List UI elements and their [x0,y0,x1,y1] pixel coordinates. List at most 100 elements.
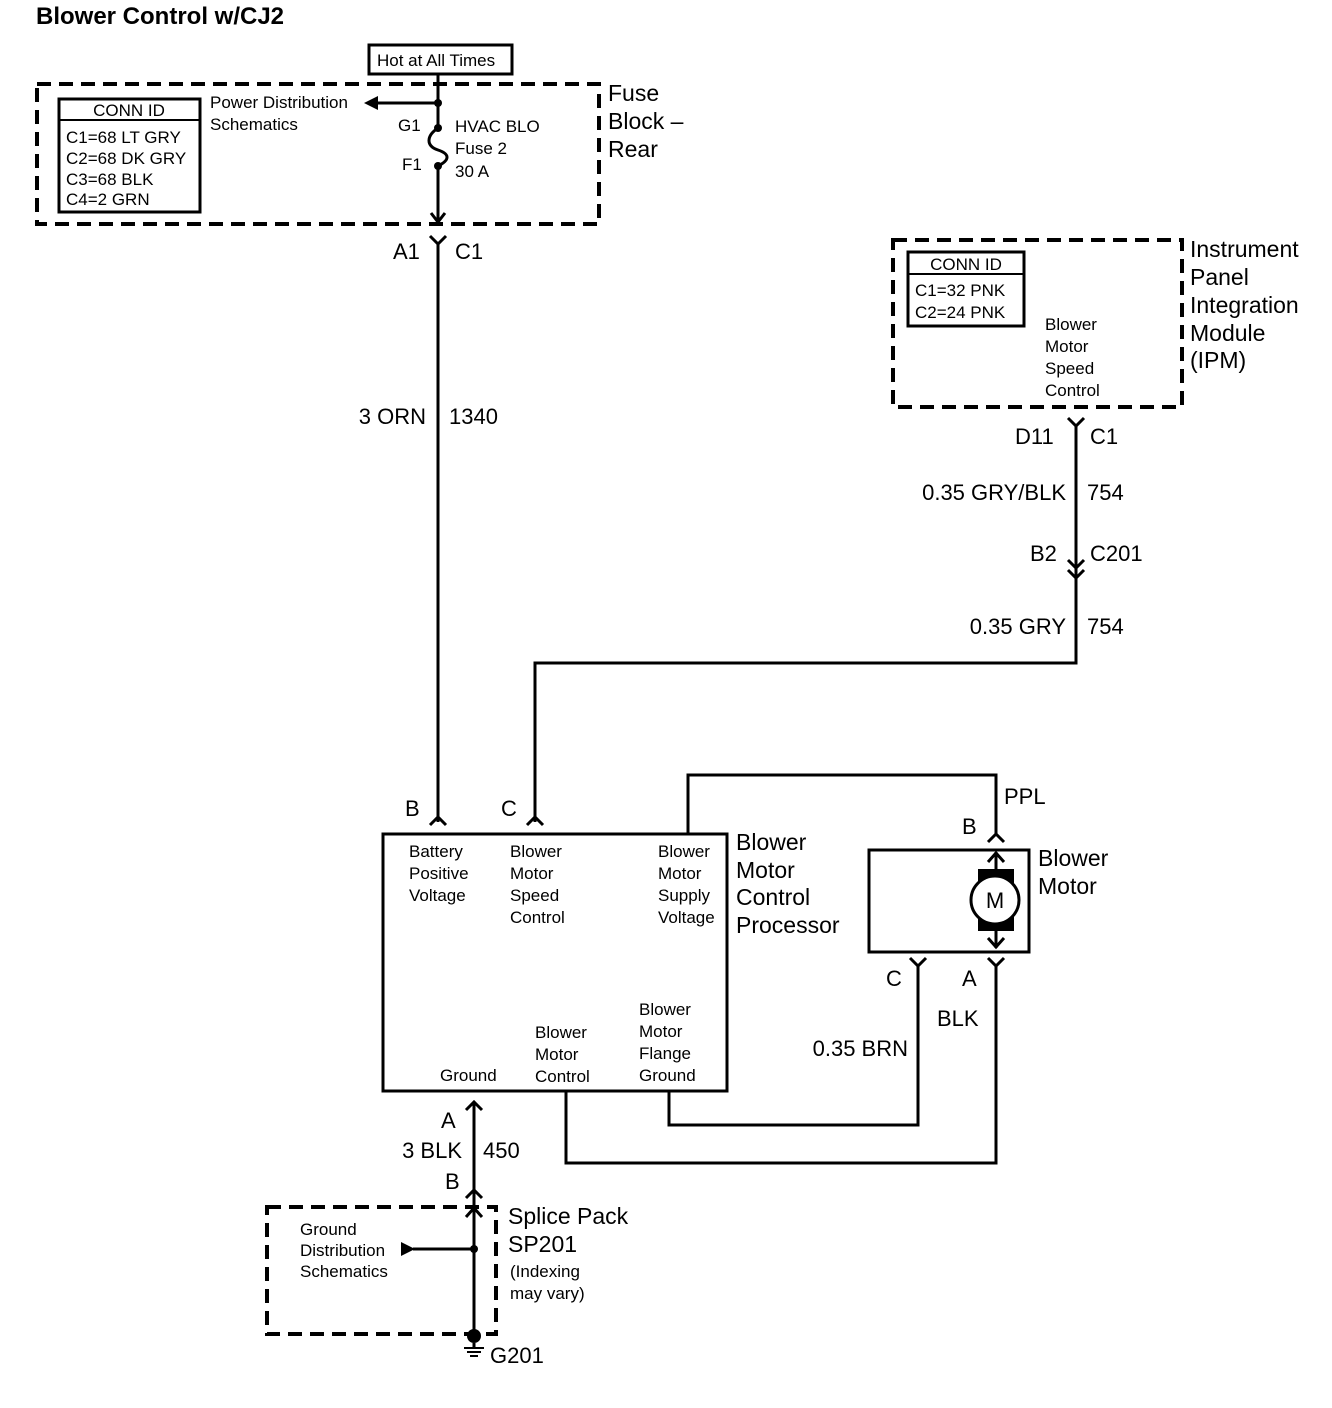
blower-motor-control-processor [381,832,729,1093]
flange-ground-label-line: Ground [639,1066,696,1085]
fuse-block-conn-line: C4=2 GRN [66,190,150,209]
flange-ground-label-line: Flange [639,1044,691,1063]
fuse-block-out-connector: C1 [455,239,483,264]
splice-dot [470,1245,478,1253]
fuse-block-name: Fuse Block – Rear [608,80,684,162]
supply-voltage-label-line: Supply [658,886,710,905]
ipm-out-connector: C1 [1090,424,1118,449]
ipm-name-line: Panel [1190,264,1249,290]
splice-note-line: (Indexing [510,1262,580,1281]
motor-name-line: Motor [1038,873,1097,899]
speed-control-label-line: Control [510,908,565,927]
wire-1340-gauge-color: 3 ORN [359,404,426,429]
ground-distribution-ref-line: Ground [300,1220,357,1239]
wire-ppl [686,773,998,836]
wire-754b-circuit: 754 [1087,614,1124,639]
connector-symbol-icon [428,234,448,247]
motor-name: Blower Motor [1038,845,1109,899]
wire-754a-gauge-color: 0.35 GRY/BLK [922,480,1066,505]
fuse-icon [427,126,449,168]
splice-pack-name: Splice Pack SP201 (Indexing may vary) [508,1203,629,1303]
wire-brn-label: 0.35 BRN [813,1036,908,1061]
fuse-label-line: 30 A [455,162,490,181]
processor-name-line: Motor [736,857,795,883]
speed-control-label-line: Motor [510,864,554,883]
ground-distribution-ref-line: Schematics [300,1262,388,1281]
wire-754-lower [533,578,1078,822]
ipm-name-line: Instrument [1190,236,1299,262]
connector-symbol-icon [428,814,448,827]
speed-control-label-line: Blower [510,842,562,861]
flange-ground-label-line: Motor [639,1022,683,1041]
ipm-name-line: Integration [1190,292,1299,318]
processor-name-line: Processor [736,912,840,938]
processor-name: Blower Motor Control Processor [736,829,840,938]
ipm-conn-id-header: CONN ID [930,255,1002,274]
arrow-up-icon [986,850,1006,863]
connector-symbol-icon [1066,416,1086,429]
c201-connector: C201 [1090,541,1143,566]
splice-pack-outline [265,1205,498,1336]
ipm-conn-id-box [906,250,1026,328]
processor-pin-c: C [501,796,517,821]
ipm-conn-line: C2=24 PNK [915,303,1006,322]
processor-pin-b: B [405,796,420,821]
ground-distribution-arrow-icon [401,1242,415,1256]
splice-note-line: may vary) [510,1284,585,1303]
wire-754a-circuit: 754 [1087,480,1124,505]
hot-at-all-times-label: Hot at All Times [377,51,495,70]
fuse-pin-g1: G1 [398,116,421,135]
fuse-label-line: Fuse 2 [455,139,507,158]
wire-1340-circuit: 1340 [449,404,498,429]
fuse-block-name-line: Block – [608,108,684,134]
ipm-conn-line: C1=32 PNK [915,281,1006,300]
ground-point-label: G201 [490,1343,544,1368]
wire-brn [667,966,920,1127]
motor-control-label-line: Blower [535,1023,587,1042]
fuse-block-conn-line: C3=68 BLK [66,170,154,189]
ground-distribution-ref-line: Distribution [300,1241,385,1260]
fuse-block-conn-id-box [57,97,202,214]
splice-name-line: SP201 [508,1231,577,1257]
battery-label-line: Voltage [409,886,466,905]
fuse-block-name-line: Rear [608,136,658,162]
arrow-up-icon [464,1205,484,1218]
ipm-name-line: Module [1190,320,1265,346]
supply-voltage-label-line: Motor [658,864,702,883]
fuse-block-conn-line: C1=68 LT GRY [66,128,181,147]
motor-control-label-line: Control [535,1067,590,1086]
wire-450-circuit: 450 [483,1138,520,1163]
ipm-name: Instrument Panel Integration Module (IPM… [1190,236,1299,373]
power-distribution-ref-line: Schematics [210,115,298,134]
ipm-function-line: Motor [1045,337,1089,356]
power-distribution-ref-line: Power Distribution [210,93,348,112]
connector-symbol-icon [908,956,928,969]
wire-blk [564,966,998,1165]
connector-symbol-icon [986,831,1006,844]
ipm-function-line: Speed [1045,359,1094,378]
fuse-pin-f1: F1 [402,155,422,174]
processor-pin-a: A [441,1108,456,1133]
ipm-out-pin: D11 [1015,424,1054,449]
connector-symbol-icon [525,814,545,827]
diagram-title: Blower Control w/CJ2 [36,3,284,30]
wire-ppl-label: PPL [1004,784,1046,809]
supply-voltage-label-line: Voltage [658,908,715,927]
arrow-down-icon [429,212,447,225]
power-distribution-arrow-icon [364,96,378,110]
fuse-block-out-pin: A1 [393,239,420,264]
fuse-label-line: HVAC BLO [455,117,540,136]
connector-symbol-icon [464,1187,484,1200]
splice-pin-b: B [445,1169,460,1194]
ipm-function-line: Blower [1045,315,1097,334]
wire-754b-gauge-color: 0.35 GRY [970,614,1067,639]
wire-blk-label: BLK [937,1006,979,1031]
flange-ground-label-line: Blower [639,1000,691,1019]
motor-pin-c: C [886,966,902,991]
arrow-down-icon [1066,558,1086,571]
ground-point-dot [467,1329,481,1343]
processor-name-line: Control [736,884,810,910]
fuse-block-conn-id-header: CONN ID [93,101,165,120]
arrow-down-icon [986,937,1006,950]
